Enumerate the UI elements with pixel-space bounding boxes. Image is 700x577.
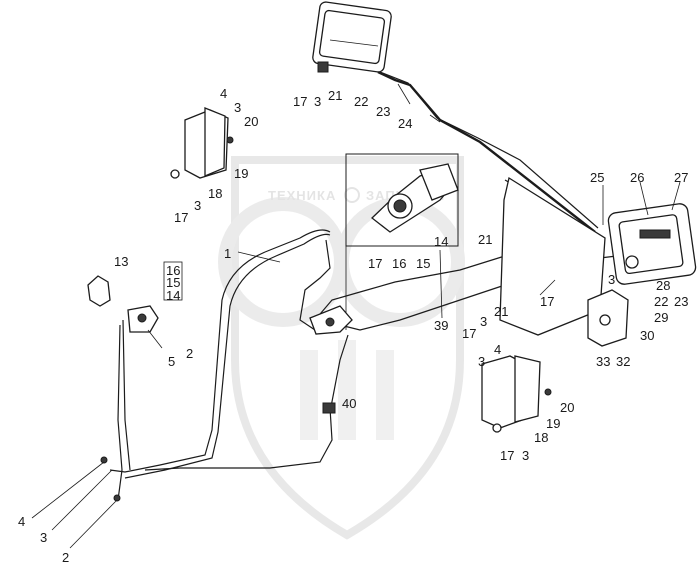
mounting-plate	[499, 176, 606, 336]
callouts: 1 2 2 3 3 3 3 3 3 3 3 4 4 4 5 13 14 14 1…	[18, 86, 688, 565]
callout-5: 5	[168, 354, 175, 369]
callout-21: 21	[494, 304, 508, 319]
watermark-text-left: ТЕХНИКА	[268, 188, 336, 203]
bracket-right	[481, 355, 552, 433]
callout-15: 15	[416, 256, 430, 271]
callout-3: 3	[480, 314, 487, 329]
callout-30: 30	[640, 328, 654, 343]
callout-3: 3	[478, 354, 485, 369]
callout-4: 4	[18, 514, 25, 529]
callout-22: 22	[654, 294, 668, 309]
callout-3: 3	[608, 272, 615, 287]
callout-24: 24	[398, 116, 412, 131]
callout-32: 32	[616, 354, 630, 369]
callout-16: 16	[392, 256, 406, 271]
callout-16: 16	[166, 263, 180, 278]
callout-26: 26	[630, 170, 644, 185]
callout-14: 14	[166, 288, 180, 303]
harness-connector-left	[87, 261, 183, 349]
callout-33: 33	[596, 354, 610, 369]
callout-27: 27	[674, 170, 688, 185]
callout-17: 17	[500, 448, 514, 463]
callout-29: 29	[654, 310, 668, 325]
callout-28: 28	[656, 278, 670, 293]
callout-21: 21	[478, 232, 492, 247]
callout-15: 15	[166, 275, 180, 290]
callout-19: 19	[546, 416, 560, 431]
callout-4: 4	[494, 342, 501, 357]
callout-17: 17	[540, 294, 554, 309]
callout-17: 17	[368, 256, 382, 271]
callout-17: 17	[174, 210, 188, 225]
bracket-left	[170, 107, 234, 179]
callout-19: 19	[234, 166, 248, 181]
rear-lamp-top	[312, 1, 392, 73]
callout-3: 3	[40, 530, 47, 545]
leader-lines	[31, 83, 681, 549]
callout-17: 17	[462, 326, 476, 341]
callout-3: 3	[522, 448, 529, 463]
wiring-harness	[109, 69, 626, 501]
callout-18: 18	[534, 430, 548, 445]
callout-2: 2	[62, 550, 69, 565]
rear-lamp-right	[607, 203, 697, 285]
callout-25: 25	[590, 170, 604, 185]
ground-lead	[100, 456, 121, 502]
callout-39: 39	[434, 318, 448, 333]
callout-21: 21	[328, 88, 342, 103]
switch-plate	[587, 289, 629, 347]
callout-22: 22	[354, 94, 368, 109]
callout-23: 23	[674, 294, 688, 309]
callout-23: 23	[376, 104, 390, 119]
callout-40: 40	[342, 396, 356, 411]
callout-20: 20	[244, 114, 258, 129]
callout-3: 3	[314, 94, 321, 109]
callout-20: 20	[560, 400, 574, 415]
callout-14: 14	[434, 234, 448, 249]
callout-2: 2	[186, 346, 193, 361]
callout-13: 13	[114, 254, 128, 269]
relay-block	[309, 305, 353, 414]
connector-detail	[371, 163, 459, 233]
callout-3: 3	[194, 198, 201, 213]
detail-frame	[345, 153, 459, 247]
callout-3: 3	[234, 100, 241, 115]
callout-17: 17	[293, 94, 307, 109]
callout-4: 4	[220, 86, 227, 101]
gear-icon	[344, 187, 360, 203]
watermark: ТЕХНИКА ЗАПЧАСТИ	[218, 156, 465, 540]
callout-1: 1	[224, 246, 231, 261]
callout-18: 18	[208, 186, 222, 201]
